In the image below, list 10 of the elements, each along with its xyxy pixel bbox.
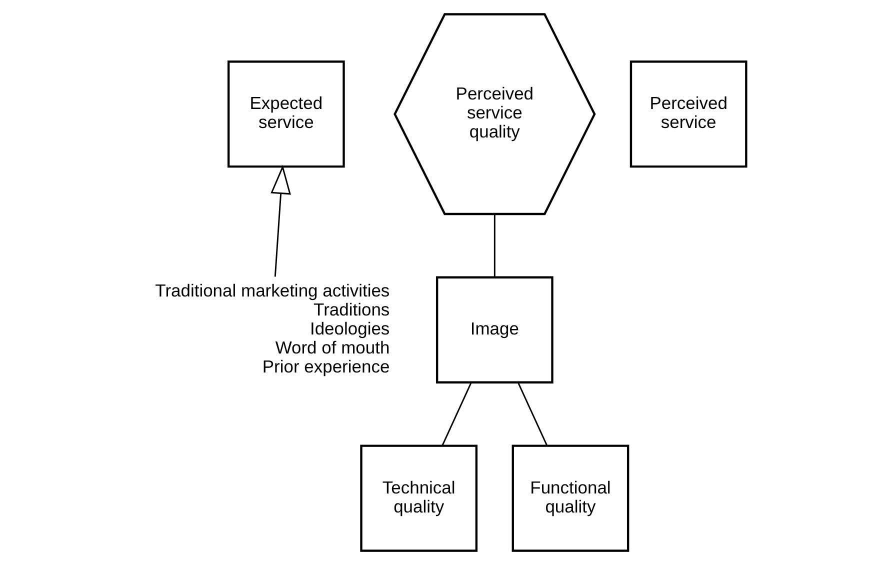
node-text: Traditional marketing activities Traditions Ideologies Word of mouth Prior experience bbox=[155, 280, 390, 376]
connector bbox=[518, 382, 548, 446]
arrow bbox=[270, 164, 291, 277]
connector bbox=[494, 214, 496, 278]
node-box: Image bbox=[436, 276, 554, 384]
node-box: Perceived service bbox=[630, 60, 748, 168]
connector bbox=[442, 382, 472, 446]
node-box: Technical quality bbox=[360, 444, 478, 552]
node-box: Expected service bbox=[227, 60, 345, 168]
node-box: Functional quality bbox=[512, 444, 630, 552]
